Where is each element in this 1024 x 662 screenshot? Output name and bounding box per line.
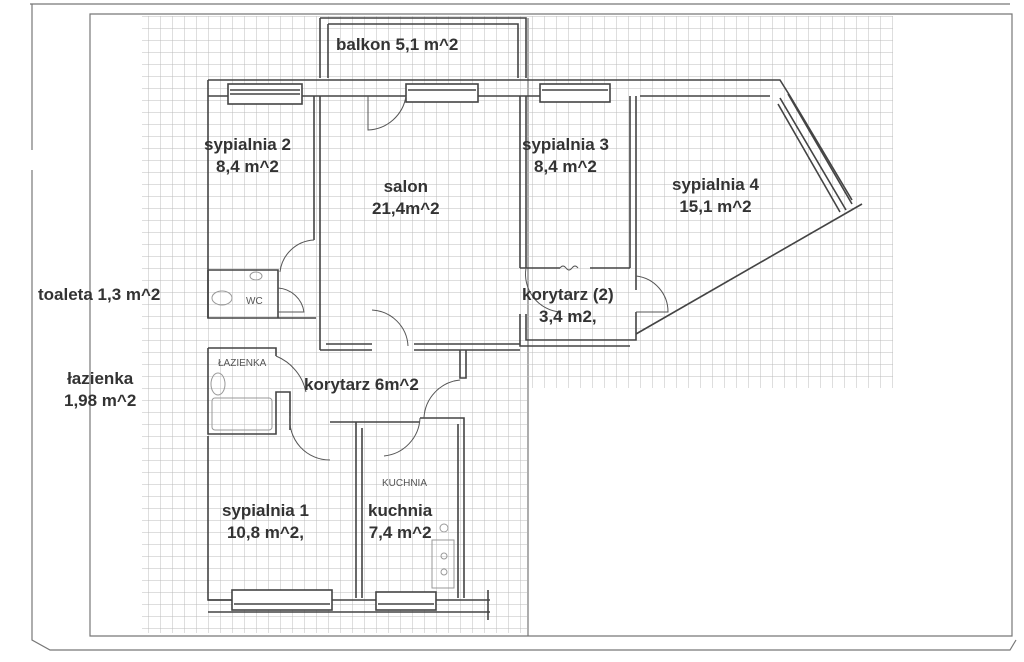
plan-label-kuchnia: KUCHNIA xyxy=(382,478,428,489)
plan-label-wc: WC xyxy=(246,296,263,307)
doors xyxy=(275,95,669,461)
room-label-toaleta: toaleta 1,3 m^2 xyxy=(38,285,161,304)
stove-icon xyxy=(431,539,455,589)
room-label-sypialnia-2: sypialnia 2 8,4 m^2 xyxy=(204,135,291,176)
room-label-korytarz-2: korytarz (2) 3,4 m2, xyxy=(522,285,614,326)
room-label-korytarz: korytarz 6m^2 xyxy=(304,375,419,394)
room-label-salon: salon 21,4m^2 xyxy=(372,177,440,218)
walls xyxy=(207,17,863,620)
plan-label-lazienka: ŁAZIENKA xyxy=(218,358,267,369)
sink-icon xyxy=(249,271,263,281)
room-label-lazienka: łazienka 1,98 m^2 xyxy=(64,369,137,410)
bathtub-icon xyxy=(211,397,273,431)
room-label-kuchnia: kuchnia 7,4 m^2 xyxy=(368,501,433,542)
room-label-sypialnia-4: sypialnia 4 15,1 m^2 xyxy=(672,175,759,216)
grid-paper xyxy=(142,16,893,633)
washbasin-icon xyxy=(210,372,226,396)
room-label-sypialnia-3: sypialnia 3 8,4 m^2 xyxy=(522,135,609,176)
room-label-sypialnia-1: sypialnia 1 10,8 m^2, xyxy=(222,501,309,542)
toilet-icon xyxy=(211,290,233,306)
fixtures xyxy=(210,271,455,589)
room-label-balkon: balkon 5,1 m^2 xyxy=(336,35,459,54)
